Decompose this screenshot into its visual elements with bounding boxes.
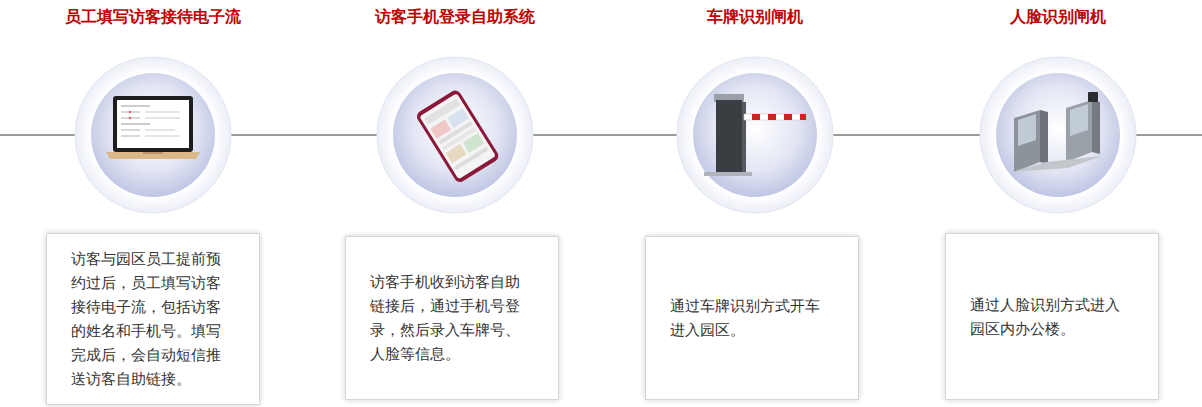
step-heading: 人脸识别闸机 — [1010, 6, 1106, 28]
step-heading: 车牌识别闸机 — [707, 6, 803, 28]
step-description: 通过车牌识别方式开车进入园区。 — [670, 294, 834, 342]
turnstile-icon — [1012, 92, 1102, 172]
step-heading: 员工填写访客接待电子流 — [65, 6, 241, 28]
connector-line — [231, 134, 377, 136]
step-description: 访客手机收到访客自助链接后，通过手机号登录，然后录入车牌号、人脸等信息。 — [370, 270, 534, 366]
laptop-icon — [106, 96, 200, 159]
tail-line — [1130, 134, 1202, 136]
description-box: 访客与园区员工提前预约过后，员工填写访客接待电子流，包括访客的姓名和手机号。填写… — [46, 233, 260, 405]
connector-line — [833, 134, 980, 136]
description-box: 访客手机收到访客自助链接后，通过手机号登录，然后录入车牌号、人脸等信息。 — [345, 236, 559, 400]
step-description: 访客与园区员工提前预约过后，员工填写访客接待电子流，包括访客的姓名和手机号。填写… — [71, 247, 235, 391]
step-circle — [75, 57, 231, 213]
process-step: 员工填写访客接待电子流访客与园区员工提前预约过后，员工填写访客接待电子流，包括访… — [75, 0, 231, 407]
process-step: 访客手机登录自助系统访客手机收到访客自助链接后，通过手机号登录，然后录入车牌号、… — [377, 0, 533, 407]
process-step: 车牌识别闸机通过车牌识别方式开车进入园区。 — [677, 0, 833, 407]
step-circle — [980, 57, 1136, 213]
step-circle — [677, 57, 833, 213]
phone-icon — [415, 88, 501, 184]
step-circle — [377, 57, 533, 213]
barrier-gate-icon — [704, 94, 806, 176]
lead-line — [0, 134, 80, 136]
description-box: 通过车牌识别方式开车进入园区。 — [645, 236, 859, 400]
description-box: 通过人脸识别方式进入园区内办公楼。 — [945, 233, 1159, 400]
process-step: 人脸识别闸机通过人脸识别方式进入园区内办公楼。 — [980, 0, 1136, 407]
step-heading: 访客手机登录自助系统 — [375, 6, 535, 28]
step-description: 通过人脸识别方式进入园区内办公楼。 — [970, 293, 1134, 341]
connector-line — [533, 134, 677, 136]
